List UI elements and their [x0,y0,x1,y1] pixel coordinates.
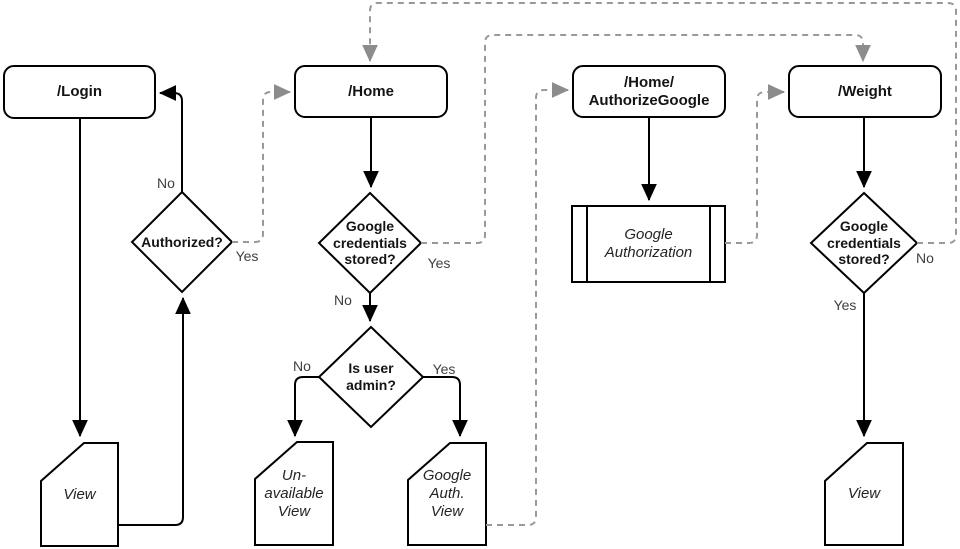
node-google-authorization [571,205,726,283]
edge-admin-no-to-unavailable [287,376,319,438]
decision-authorized [130,190,234,294]
node-login [3,65,156,119]
decision-google-credentials-weight [809,191,919,295]
node-weight [788,65,942,118]
edge-credentials-no-to-home [362,2,957,244]
decision-google-credentials-home [317,191,423,295]
edge-view-to-authorized [118,296,191,526]
edge-credentials-yes-to-weight [421,34,871,244]
card-view-login [40,442,119,547]
node-home-authorize-google [572,65,726,118]
edge-authorized-yes-to-home [232,84,292,243]
node-home [294,65,448,118]
card-view-weight [824,442,904,546]
decision-is-user-admin [317,325,425,429]
edge-admin-yes-to-googleauthview [423,376,468,438]
edge-authorization-to-weight [725,84,786,244]
card-unavailable-view [254,441,334,546]
edge-googleauthview-to-authorizegoogle [486,82,570,526]
card-google-auth-view [407,442,487,546]
edge-authorized-no-to-login [158,85,183,192]
